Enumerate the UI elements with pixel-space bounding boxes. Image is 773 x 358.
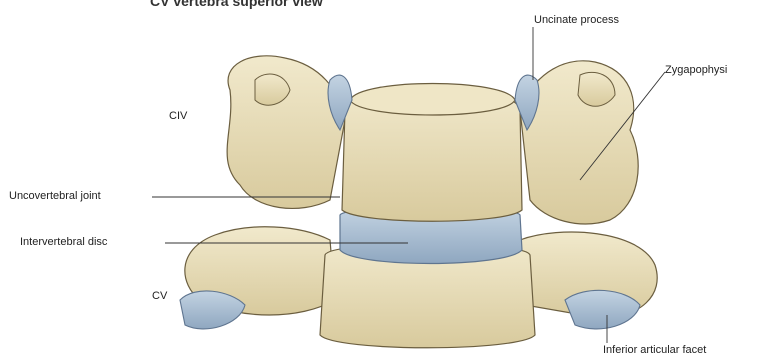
label-uncinate-process: Uncinate process [534, 14, 619, 26]
figure-title: CV vertebra superior view [150, 0, 323, 9]
label-civ: CIV [169, 110, 187, 122]
label-intervertebral-disc: Intervertebral disc [20, 236, 107, 248]
vertebra-civ [227, 56, 638, 224]
label-inferior-articular-facet: Inferior articular facet [603, 344, 706, 356]
label-uncovertebral-joint: Uncovertebral joint [9, 190, 101, 202]
inferior-articular-facet-shape [565, 290, 640, 329]
label-zygapophysial: Zygapophysi [665, 64, 727, 76]
civ-left-lateral-mass [227, 56, 345, 209]
label-cv: CV [152, 290, 167, 302]
civ-superior-surface [350, 84, 515, 116]
